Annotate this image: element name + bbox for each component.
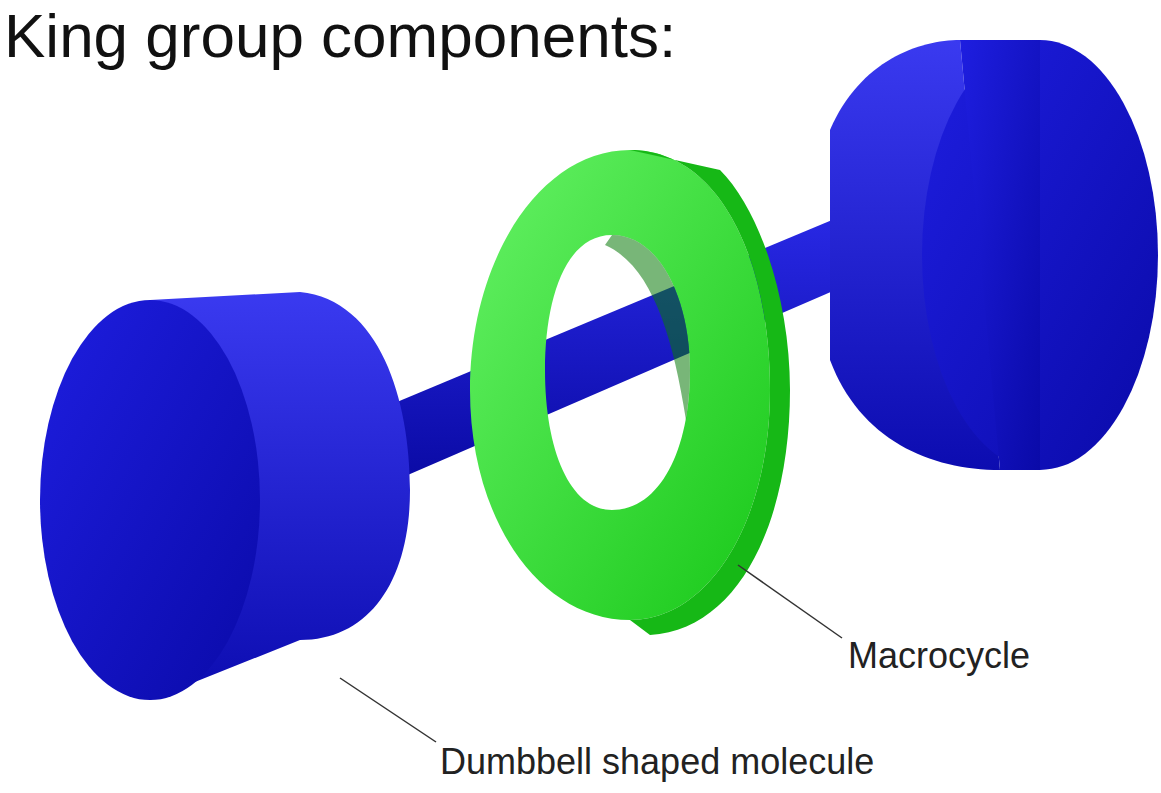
left-weight-face <box>40 300 260 700</box>
right-weight-face <box>922 40 1158 470</box>
heading: King group components: <box>4 2 676 70</box>
macrocycle-ring <box>470 150 770 620</box>
dumbbell-rod <box>330 200 900 500</box>
leader-line <box>738 565 842 638</box>
part-label: Macrocycle <box>848 636 1030 676</box>
right-weight-join <box>960 40 1040 470</box>
part-label: Dumbbell shaped molecule <box>440 742 874 782</box>
ring-edge <box>630 150 790 635</box>
leader-line <box>340 678 436 742</box>
ring-inner-shade <box>605 235 690 420</box>
